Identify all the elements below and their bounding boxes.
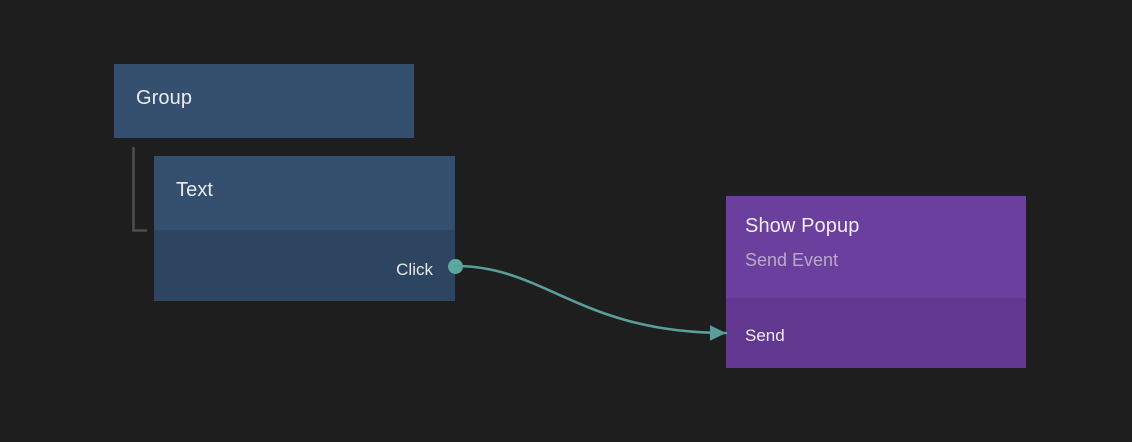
connection-click-to-send[interactable]	[454, 264, 728, 341]
node-show-popup-subtitle: Send Event	[745, 250, 839, 270]
output-port-click[interactable]: Click	[396, 260, 433, 280]
node-text-body[interactable]: Click	[154, 230, 455, 301]
node-show-popup-body[interactable]: Send	[726, 298, 1026, 368]
input-port-send-label: Send	[745, 326, 785, 345]
node-group[interactable]: Group	[114, 64, 414, 138]
node-show-popup[interactable]: Show Popup Send Event Send	[726, 196, 1026, 368]
node-group-header[interactable]: Group	[114, 64, 414, 138]
output-port-click-label: Click	[396, 260, 433, 279]
hierarchy-bracket-path	[132, 147, 147, 232]
node-text[interactable]: Text Click	[154, 156, 455, 301]
node-show-popup-title: Show Popup	[745, 215, 860, 237]
node-show-popup-header[interactable]: Show Popup Send Event	[726, 196, 1026, 298]
input-port-send[interactable]: Send	[745, 326, 785, 346]
node-text-title: Text	[176, 179, 214, 201]
output-port-click-dot[interactable]	[448, 259, 463, 274]
node-group-title: Group	[136, 87, 193, 109]
node-text-header[interactable]: Text	[154, 156, 455, 230]
